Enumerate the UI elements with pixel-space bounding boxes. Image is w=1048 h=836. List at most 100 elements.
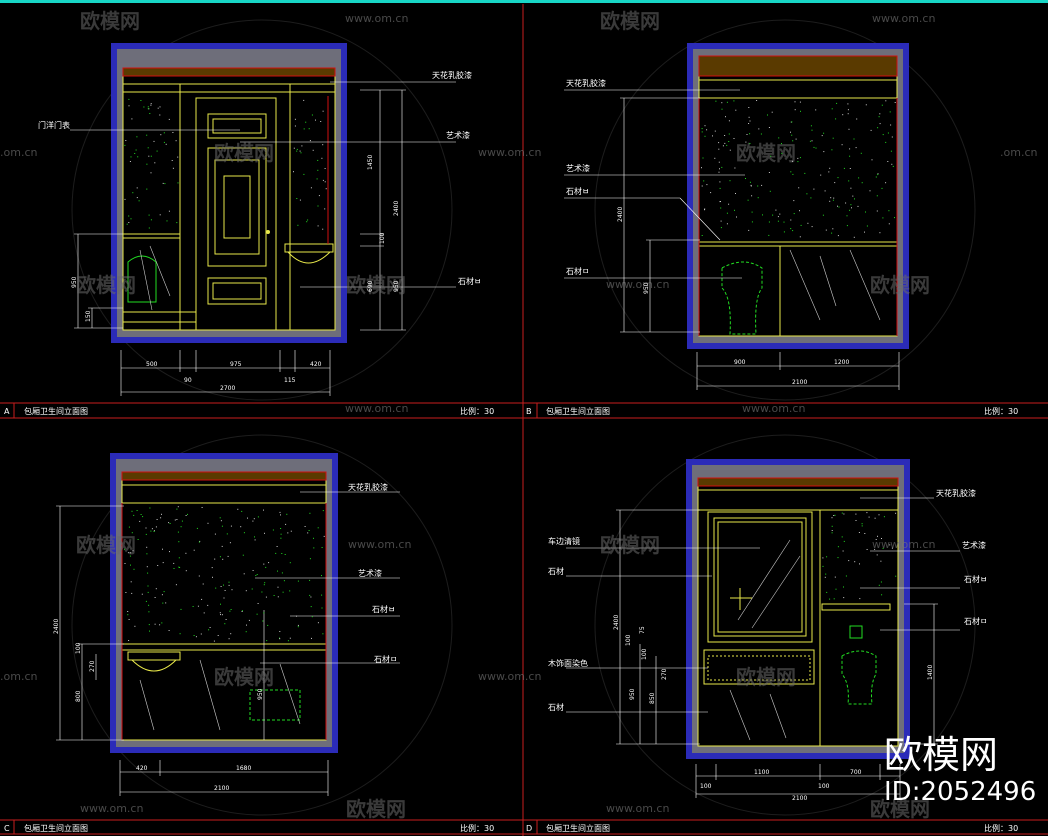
svg-text:www.om.cn: www.om.cn (345, 12, 408, 25)
label: 石材ㅁ (374, 654, 397, 664)
dim-label: 2400 (53, 619, 60, 634)
svg-text:www.om.cn: www.om.cn (742, 402, 805, 415)
panel-key: B (526, 407, 532, 416)
svg-text:欧模网: 欧模网 (870, 797, 930, 821)
label: 门洋门表 (38, 120, 70, 130)
panel-c-text: 天花乳胶漆 艺术漆 石材ㅂ 石材ㅁ 2400 100 270 800 950 4… (4, 482, 494, 833)
label: 艺术漆 (358, 568, 382, 578)
dim-label: 270 (89, 660, 96, 672)
svg-text:www.om.cn: www.om.cn (345, 402, 408, 415)
dim-label: 420 (310, 361, 322, 368)
label: 艺术漆 (962, 540, 986, 550)
dim-label: 2100 (792, 379, 807, 386)
svg-text:www.om.cn: www.om.cn (80, 802, 143, 815)
panel-scale: 比例：30 (460, 406, 494, 416)
svg-text:欧模网: 欧模网 (80, 9, 140, 33)
label: 石材ㅂ (372, 604, 395, 614)
watermark-brand-large: 欧模网 (884, 733, 998, 777)
dim-label: 950 (393, 280, 400, 292)
label: 艺术漆 (566, 163, 590, 173)
dim-label: 270 (661, 668, 668, 680)
dim-label: 115 (284, 377, 296, 384)
svg-text:欧模网: 欧模网 (736, 141, 796, 165)
label: 石材ㅂ (566, 186, 589, 196)
dim-label: 1100 (754, 769, 769, 776)
panel-b-text: 天花乳胶漆 艺术漆 石材ㅂ 石材ㅁ 2400 950 900 1200 2100… (526, 78, 1018, 416)
label: 石材 (548, 702, 564, 712)
dim-label: 1450 (367, 155, 374, 170)
svg-text:欧模网: 欧模网 (600, 9, 660, 33)
svg-text:欧模网: 欧模网 (214, 665, 274, 689)
dim-label: 2100 (792, 795, 807, 802)
label: 石材ㅂ (458, 276, 481, 286)
svg-text:www.om.cn: www.om.cn (872, 538, 935, 551)
panel-scale: 比例：30 (984, 823, 1018, 833)
svg-text:欧模网: 欧模网 (346, 797, 406, 821)
panel-title: 包厢卫生间立面图 (24, 823, 88, 833)
panel-title: 包厢卫生间立面图 (24, 406, 88, 416)
dim-label: 690 (367, 280, 374, 292)
svg-text:欧模网: 欧模网 (870, 273, 930, 297)
elevation-d (686, 459, 910, 759)
dim-label: 420 (136, 765, 148, 772)
svg-text:www.om.cn: www.om.cn (478, 146, 541, 159)
label: 木饰面染色 (548, 658, 588, 668)
dim-label: 90 (184, 377, 192, 384)
dim-label: 100 (818, 783, 830, 790)
elevation-c (110, 453, 338, 753)
label: 天花乳胶漆 (936, 488, 976, 498)
dim-label: 100 (75, 642, 82, 654)
dim-label: 75 (639, 626, 646, 634)
label: 石材ㅁ (566, 266, 589, 276)
dim-label: 900 (734, 359, 746, 366)
svg-text:.om.cn: .om.cn (1000, 146, 1037, 159)
label: 艺术漆 (446, 130, 470, 140)
dim-label: 500 (146, 361, 158, 368)
svg-text:欧模网: 欧模网 (600, 533, 660, 557)
elevation-b (687, 43, 909, 349)
dim-label: 2400 (617, 207, 624, 222)
label: 石材ㅁ (964, 616, 987, 626)
svg-text:www.om.cn: www.om.cn (872, 12, 935, 25)
svg-text:www.om.cn: www.om.cn (606, 802, 669, 815)
svg-text:www.om.cn: www.om.cn (606, 278, 669, 291)
panel-title: 包厢卫生间立面图 (546, 823, 610, 833)
dim-label: 950 (629, 688, 636, 700)
svg-text:欧模网: 欧模网 (214, 141, 274, 165)
dim-label: 850 (649, 692, 656, 704)
dim-label: 100 (700, 783, 712, 790)
dim-label: 1400 (927, 665, 934, 680)
dim-label: 975 (230, 361, 242, 368)
dim-label: 100 (641, 648, 648, 660)
svg-text:欧模网: 欧模网 (346, 273, 406, 297)
label: 石材ㅂ (964, 574, 987, 584)
dim-label: 700 (850, 769, 862, 776)
panel-title: 包厢卫生间立面图 (546, 406, 610, 416)
panel-scale: 比例：30 (984, 406, 1018, 416)
dim-label: 2100 (214, 785, 229, 792)
dim-label: 950 (71, 276, 78, 288)
panel-key: D (526, 824, 532, 833)
dim-label: 800 (75, 690, 82, 702)
label: 天花乳胶漆 (566, 78, 606, 88)
svg-text:www.om.cn: www.om.cn (348, 538, 411, 551)
panel-scale: 比例：30 (460, 823, 494, 833)
dim-label: 100 (379, 232, 386, 244)
dim-label: 2400 (393, 201, 400, 216)
panel-borders (0, 4, 1048, 836)
elevation-a (111, 43, 347, 343)
dim-label: 2400 (613, 615, 620, 630)
watermarks: 欧模网 www.om.cn 欧模网 www.om.cn .om.cn 欧模网 w… (0, 9, 1037, 821)
dim-label: 100 (625, 634, 632, 646)
dim-label: 150 (85, 310, 92, 322)
dim-label: 2700 (220, 385, 235, 392)
svg-text:欧模网: 欧模网 (76, 533, 136, 557)
svg-text:www.om.cn: www.om.cn (478, 670, 541, 683)
watermark-id: ID:2052496 (884, 777, 1036, 807)
dim-label: 1680 (236, 765, 251, 772)
panel-key: C (4, 824, 10, 833)
dim-label: 950 (257, 688, 264, 700)
label: 天花乳胶漆 (432, 70, 472, 80)
panel-key: A (4, 407, 10, 416)
panel-a-text: 天花乳胶漆 门洋门表 艺术漆 石材ㅂ 1450 2400 100 950 690… (4, 70, 494, 416)
